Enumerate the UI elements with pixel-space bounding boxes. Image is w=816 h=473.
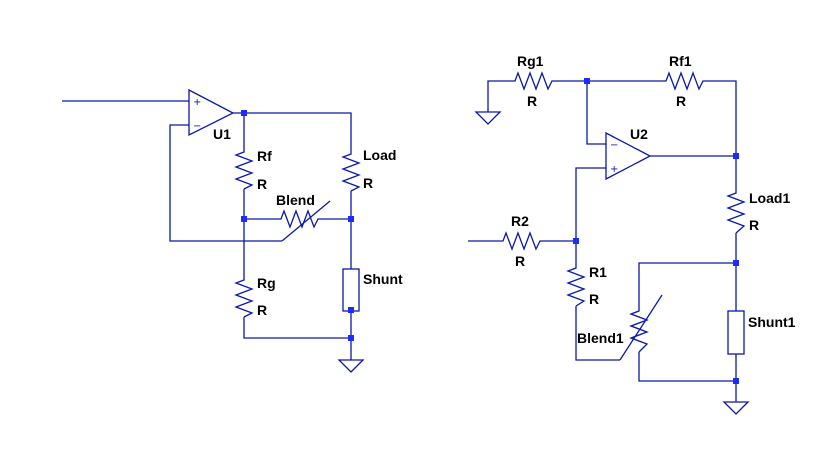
label-r2-name: R2 [511,213,529,229]
label-rg1-value: R [527,93,537,109]
label-rf1-value: R [676,93,686,109]
u1-plus-sign: + [193,97,201,108]
u2-plus-sign: + [610,164,618,175]
output-wire-left [233,112,352,148]
label-blend: Blend [276,192,315,208]
label-rg-value: R [257,302,267,318]
opamp-u2: − + [605,131,652,181]
label-shunt: Shunt [363,271,403,287]
noninverting-wire [575,167,606,262]
label-u2: U2 [630,126,648,142]
resistor-rf [234,146,254,190]
junction-dot [348,216,354,222]
u1-minus-sign: − [193,121,201,132]
ground-symbol-right [722,401,750,415]
label-load1-name: Load1 [749,190,790,206]
inverting-feedback-wire [586,81,606,145]
shunt-resistor-left [342,268,360,312]
resistor-load1 [726,187,746,234]
junction-dot [241,216,247,222]
junction-dot [733,378,739,384]
resistor-blend1 [629,305,649,353]
label-rf1-name: Rf1 [669,53,692,69]
rf1-output-wire [706,80,737,187]
label-rf-value: R [257,176,267,192]
blend1-variable-arrow [619,294,663,361]
junction-dot [733,153,739,159]
resistor-rg [234,274,254,318]
u2-minus-sign: − [610,140,618,151]
resistor-blend [275,209,322,229]
label-shunt1: Shunt1 [748,314,796,330]
ground-symbol-left [337,359,365,373]
label-rg-name: Rg [257,275,276,291]
resistor-load [341,148,361,192]
label-rg1-name: Rg1 [517,53,544,69]
label-load-value: R [363,175,373,191]
junction-dot [573,238,579,244]
opamp-u1: + − [188,88,235,137]
resistor-rf1 [660,71,706,91]
resistor-r2 [497,231,543,251]
junction-dot [348,307,354,313]
label-load1-value: R [749,217,759,233]
label-load-name: Load [363,147,396,163]
junction-dot [348,335,354,341]
ground-symbol-rg1 [474,111,502,125]
shunt-resistor-right [727,310,745,355]
label-u1: U1 [213,126,231,142]
resistor-r1 [566,262,586,307]
resistor-rg1 [509,71,556,91]
r1-bottom-wire [575,306,620,361]
rg1-ground-wire [487,80,509,112]
label-r2-value: R [515,253,525,269]
label-blend1: Blend1 [577,330,624,346]
label-r1-value: R [589,291,599,307]
junction-dot [584,78,590,84]
left-circuit: + − U1 Rf R Load R Blend Rg R Shunt [62,88,403,373]
junction-dot [241,110,247,116]
junction-dot [733,260,739,266]
blend1-top-wire [638,262,736,305]
right-circuit: − + Rg1 R Rf1 R U2 Load1 R R2 [468,53,796,415]
label-r1-name: R1 [589,264,607,280]
blend-variable-arrow [281,200,331,242]
label-rf-name: Rf [257,148,272,164]
feedback-wire-left [169,124,282,242]
rg-bottom-wire [243,317,351,339]
blend1-bottom-wire [638,352,736,382]
